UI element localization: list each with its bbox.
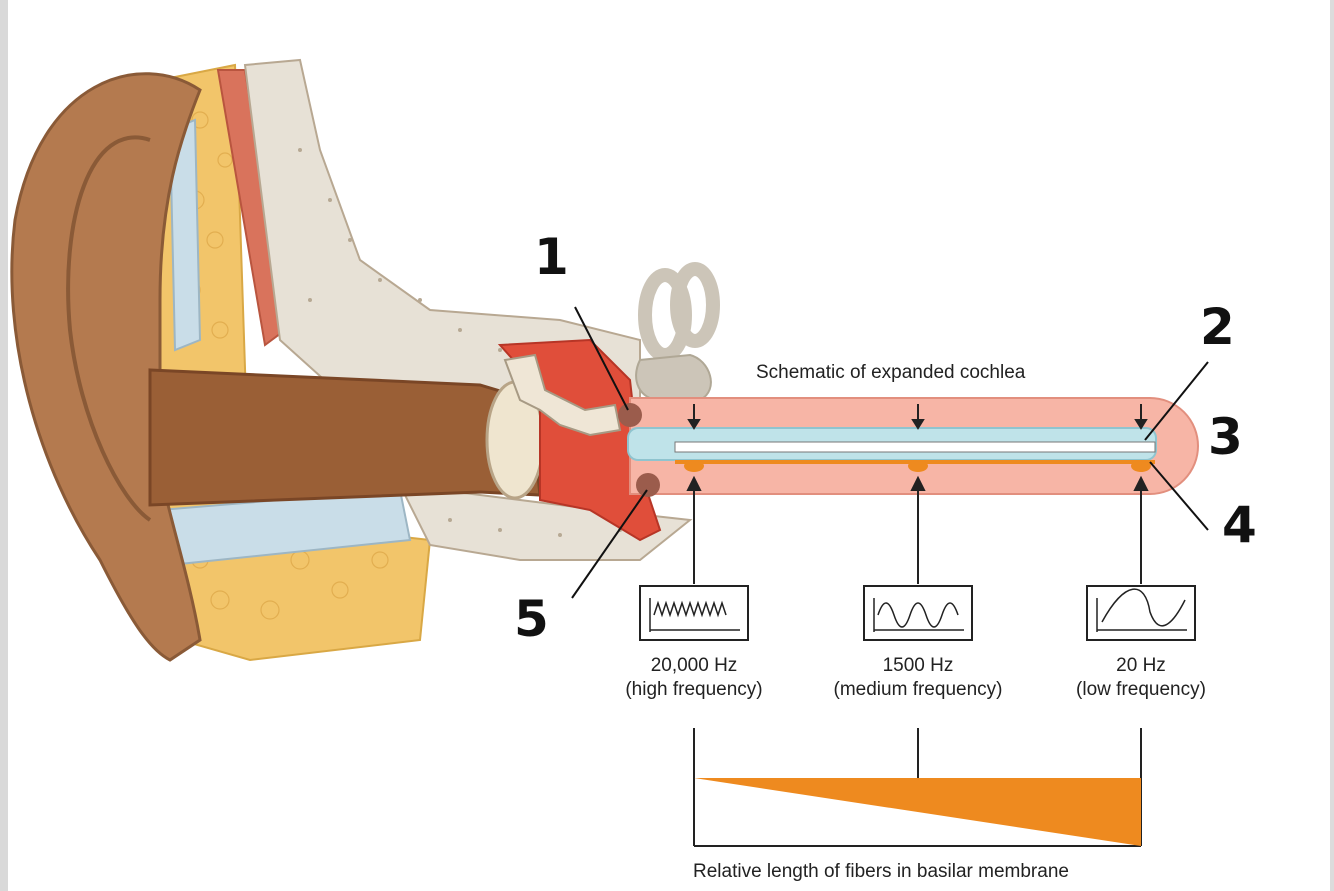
freq-value: 20 Hz — [1116, 655, 1166, 676]
leader-lines — [571, 306, 1209, 599]
vestibule — [635, 353, 712, 401]
schematic-title: Schematic of expanded cochlea — [756, 362, 1026, 383]
vibration-points — [684, 460, 1151, 472]
ossicles — [503, 353, 622, 437]
marker-3: 3 — [1208, 408, 1243, 466]
freq-value: 1500 Hz — [882, 655, 954, 676]
waveform-box-high — [639, 585, 749, 641]
freq-description: (high frequency) — [625, 679, 763, 700]
marker-4: 4 — [1222, 496, 1257, 554]
right-border — [1330, 0, 1334, 891]
ear-canal — [148, 368, 542, 507]
freq-description: (low frequency) — [1076, 679, 1206, 700]
freq-label-high: 20,000 Hz (high frequency) — [608, 654, 780, 702]
oval-window — [618, 403, 642, 427]
freq-label-medium: 1500 Hz (medium frequency) — [808, 654, 1028, 702]
freq-description: (medium frequency) — [833, 679, 1003, 700]
fiber-length-wedge — [694, 778, 1141, 846]
semicircular-canals — [638, 262, 720, 362]
marker-5: 5 — [514, 590, 549, 648]
temporal-bone-lower — [398, 483, 693, 561]
waveform-box-low — [1086, 585, 1196, 641]
bottom-caption: Relative length of fibers in basilar mem… — [693, 861, 1069, 882]
freq-label-low: 20 Hz (low frequency) — [1056, 654, 1226, 702]
up-arrows — [686, 475, 1149, 584]
bone-texture — [298, 148, 622, 537]
basilar-membrane-fibers — [674, 441, 1156, 453]
top-arrows — [687, 404, 1148, 430]
marker-1: 1 — [534, 228, 569, 286]
left-border — [0, 0, 8, 891]
freq-value: 20,000 Hz — [650, 655, 738, 676]
pinna-fold — [66, 135, 152, 522]
waveform-box-medium — [863, 585, 973, 641]
round-window — [636, 473, 660, 497]
marker-2: 2 — [1200, 298, 1235, 356]
pinna — [10, 72, 202, 662]
